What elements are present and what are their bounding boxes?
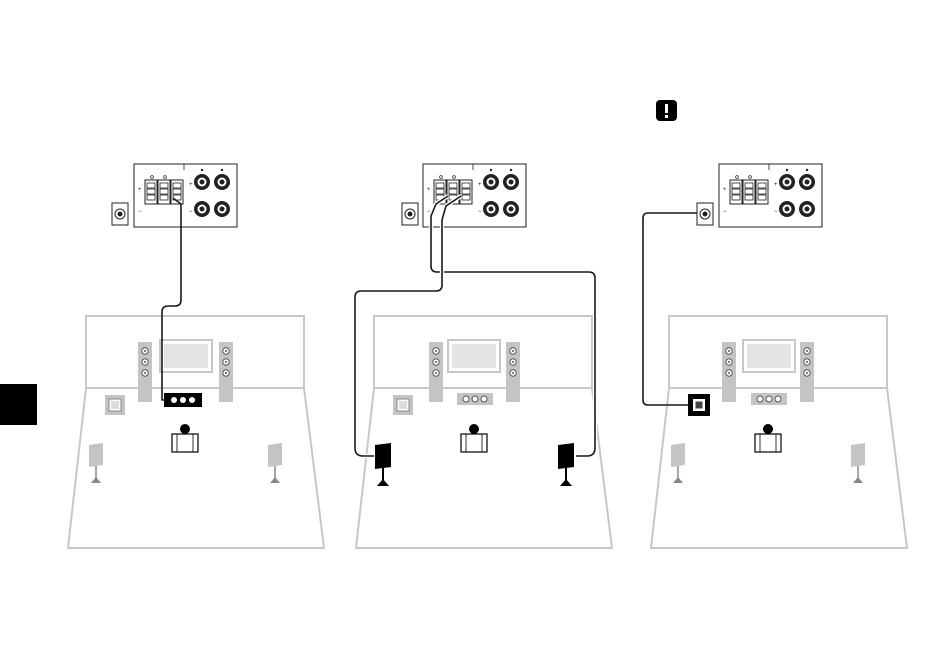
subwoofer-3 — [688, 394, 710, 416]
subwoofer-preout-jack-3 — [697, 203, 713, 225]
front-right-speaker-3 — [800, 342, 814, 402]
subwoofer-preout-jack-1 — [112, 203, 128, 225]
receiver-panel-3 — [719, 164, 822, 227]
center-speaker-1 — [164, 393, 202, 407]
front-right-speaker-1 — [219, 342, 233, 402]
room-3 — [651, 316, 907, 548]
center-speaker-2 — [457, 393, 493, 405]
receiver-panel-1 — [134, 164, 237, 227]
front-left-speaker-3 — [722, 342, 736, 402]
subwoofer-2 — [393, 395, 413, 415]
front-right-speaker-2 — [506, 342, 520, 402]
room-1 — [68, 316, 324, 548]
panel-1 — [68, 164, 324, 548]
room-2 — [356, 316, 612, 548]
center-speaker-3 — [751, 393, 787, 405]
front-left-speaker-2 — [429, 342, 443, 402]
front-left-speaker-1 — [138, 342, 152, 402]
panel-2 — [355, 164, 612, 548]
panel-3 — [643, 164, 907, 548]
subwoofer-preout-jack-2 — [402, 203, 418, 225]
receiver-panel-2 — [423, 164, 526, 227]
subwoofer-1 — [105, 395, 125, 415]
